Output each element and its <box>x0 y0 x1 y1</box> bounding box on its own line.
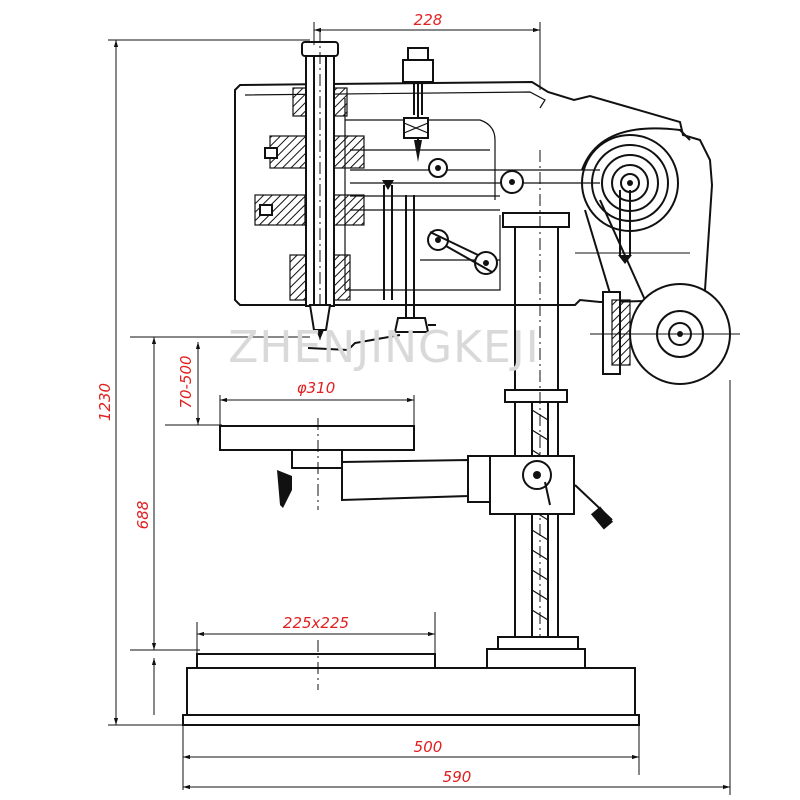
base <box>182 640 640 726</box>
spindle <box>289 30 351 340</box>
watermark: ZHENJINGKEJI <box>228 322 540 373</box>
gear-set <box>254 135 365 226</box>
dim-table-height: 688 <box>134 501 152 530</box>
feed-linkage <box>307 158 498 352</box>
dimension-lines <box>108 22 731 795</box>
work-table <box>219 418 614 530</box>
lower-pulley <box>590 283 740 385</box>
dim-overall-width: 590 <box>443 768 472 786</box>
drill-head <box>234 30 740 385</box>
dim-spindle-travel: 70-500 <box>177 355 195 408</box>
dim-overall-height: 1230 <box>96 383 114 421</box>
dim-table-diameter: φ310 <box>297 379 336 397</box>
dim-base-table: 225x225 <box>283 614 349 632</box>
dim-spindle-offset: 228 <box>414 11 443 29</box>
motor-pulley <box>500 127 691 301</box>
dim-base-width: 500 <box>414 738 443 756</box>
column <box>486 150 586 680</box>
